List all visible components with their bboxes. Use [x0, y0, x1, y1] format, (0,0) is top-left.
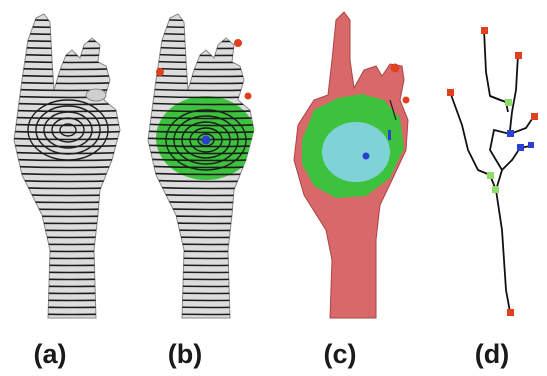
node-blue-3: [528, 142, 534, 148]
contour-line: [140, 40, 280, 42]
node-red-5: [507, 309, 514, 316]
contour-line: [0, 33, 140, 35]
tip-marker-c-1: [391, 64, 400, 73]
tip-marker-c-2: [403, 97, 410, 104]
hand-mesh-b: [140, 0, 280, 340]
cyan-region-c: [322, 122, 390, 182]
tip-marker-b-1: [156, 68, 164, 76]
node-red-1: [481, 27, 488, 34]
hand-mesh-a: [0, 0, 140, 340]
panel-caption-c: (c): [290, 338, 390, 370]
panel-d: (d): [430, 0, 547, 376]
contour-line: [140, 47, 280, 49]
edge-marker-c: [388, 130, 391, 140]
node-green-3: [492, 186, 499, 193]
node-red-4: [531, 113, 538, 120]
panel-caption-b: (b): [135, 338, 235, 370]
center-marker-b: [202, 136, 211, 145]
contour-line: [140, 33, 280, 35]
contour-line: [140, 320, 280, 322]
contour-line: [0, 320, 140, 322]
skeleton-edges: [450, 30, 534, 312]
node-green-2: [487, 172, 494, 179]
skeleton-graph-d: [430, 0, 547, 340]
contour-line: [140, 12, 280, 14]
panel-caption-d: (d): [452, 338, 532, 370]
center-marker-c: [363, 153, 370, 160]
tip-marker-b-2: [234, 39, 242, 47]
contour-line: [140, 26, 280, 28]
panel-c: (c): [280, 0, 430, 376]
node-green-1: [505, 99, 512, 106]
hand-render-c: [280, 0, 430, 340]
node-blue-2: [517, 144, 524, 151]
contour-line: [0, 26, 140, 28]
contour-line: [0, 47, 140, 49]
fingertip-a: [86, 89, 106, 101]
contour-line: [0, 12, 140, 14]
panel-caption-a: (a): [0, 338, 100, 370]
contour-line: [0, 40, 140, 42]
node-red-2: [515, 52, 522, 59]
panel-b: (b): [140, 0, 280, 376]
panel-a: (a): [0, 0, 140, 376]
contour-line: [140, 19, 280, 21]
node-red-3: [447, 89, 454, 96]
contour-line: [0, 19, 140, 21]
tip-marker-b-3: [245, 93, 252, 100]
node-blue-1: [507, 130, 514, 137]
